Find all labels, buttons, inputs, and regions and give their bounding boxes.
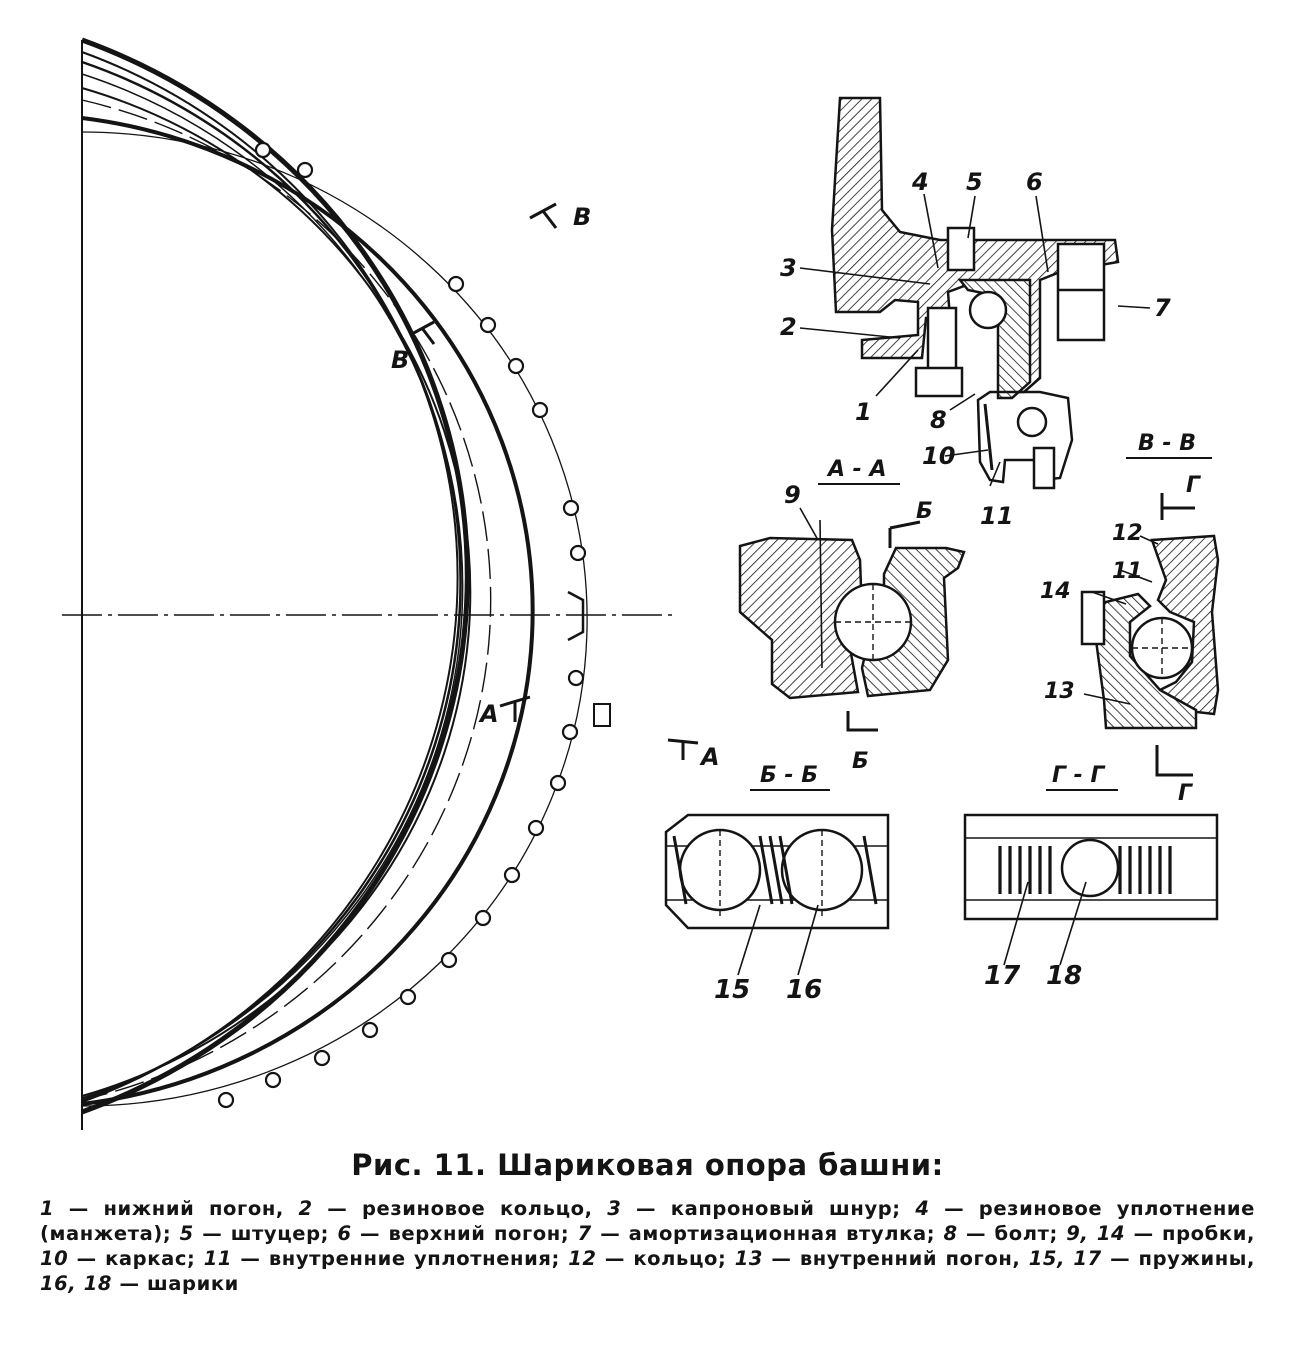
legend-item-number: 1 [40,1197,55,1220]
ring-plug [593,703,611,727]
legend-item: 9, 14 — пробки, [1066,1222,1255,1245]
mark-g-upper: Г [1186,473,1201,498]
legend-item-text: — амортизационная втулка; [591,1222,944,1245]
ring-inner-edge [81,116,535,1106]
legend-item: 10 — каркас; [40,1247,204,1270]
legend-item-number: 3 [607,1197,622,1220]
legend-item-text: — верхний погон; [351,1222,578,1245]
callout-17: 17 [984,961,1021,991]
legend-item-number: 4 [915,1197,930,1220]
legend-item-number: 10 [40,1247,69,1270]
legend-item-number: 6 [337,1222,352,1245]
legend-item-number: 15, 17 [1028,1247,1102,1270]
section-a-a [738,483,966,700]
legend-item-number: 9, 14 [1066,1222,1126,1245]
legend-item-number: 5 [179,1222,194,1245]
legend-item: 4 — резиновое уплотнение (манжета); [40,1197,1255,1245]
section-g-g [963,789,1219,966]
section-v-v [1080,457,1220,730]
legend-item: 5 — штуцер; [180,1222,338,1245]
callout-15: 15 [714,975,750,1005]
legend-item-text: — внутренние уплотнения; [232,1247,569,1270]
legend-item-text: — пружины, [1101,1247,1256,1270]
ring-bolt-holes [217,141,587,1109]
legend-item-text: — кольцо; [596,1247,735,1270]
callout-labels: 1 2 3 4 5 6 7 8 9 10 11 11 12 13 14 15 1… [714,168,1171,1005]
callout-13: 13 [1044,679,1075,704]
section-v-v-leaders [1083,535,1159,705]
mark-g-lower: Г [1178,781,1193,806]
callout-18: 18 [1046,961,1082,991]
legend-item: 11 — внутренние уплотнения; [204,1247,569,1270]
section-titles: А - А В - В Б - Б Г - Г [760,431,1196,788]
title-v-v: В - В [1138,431,1196,456]
callout-16: 16 [786,975,822,1005]
mark-a-left: А [478,700,499,728]
legend-item-text: — внутренний погон, [763,1247,1029,1270]
legend-item-text: — пробки, [1125,1222,1255,1245]
legend-item: 3 — капроновый шнур; [607,1197,915,1220]
caption-title: Рис. 11. Шариковая опора башни: [351,1148,944,1182]
legend-item: 12 — кольцо; [568,1247,735,1270]
title-g-g: Г - Г [1052,763,1105,788]
legend-item-text: — резиновое кольцо, [312,1197,608,1220]
legend-item-number: 13 [734,1247,764,1270]
legend-item-number: 2 [298,1197,313,1220]
ring-outer-edge [81,37,470,1115]
legend-item-text: — резиновое уплотнение (манжета); [40,1197,1255,1245]
mark-v-upper: В [573,203,591,231]
main-cross-section [830,96,1120,490]
legend-item-text: — шарики [112,1272,239,1295]
legend-item: 15, 17 — пружины, [1029,1247,1255,1270]
title-b-b: Б - Б [760,763,818,788]
legend-item-text: — капроновый шнур; [621,1197,916,1220]
legend-item: 8 — болт; [944,1222,1067,1245]
mark-b-lower: Б [852,749,869,774]
main-section-leaders [799,193,1151,487]
figure-caption: Рис. 11. Шариковая опора башни: 1 — нижн… [40,1148,1255,1296]
legend-item-text: — нижний погон, [54,1197,299,1220]
section-marks [409,202,1195,777]
callout-10: 10 [922,442,955,470]
legend-item: 1 — нижний погон, [40,1197,299,1220]
callout-3: 3 [780,254,797,282]
legend-item-text: — болт; [957,1222,1067,1245]
legend-item: 7 — амортизационная втулка; [578,1222,944,1245]
caption-legend: 1 — нижний погон, 2 — резиновое кольцо, … [40,1196,1255,1296]
mark-b-upper: Б [916,499,933,524]
callout-7: 7 [1154,294,1171,322]
mark-a-right: А [699,743,720,771]
callout-14: 14 [1040,579,1071,604]
mark-v-lower: В [391,346,409,374]
drawing-canvas: В В А А Б Б Г Г [62,37,1220,1130]
legend-item-text: — штуцер; [193,1222,338,1245]
callout-11-main: 11 [980,502,1013,530]
turret-ring-plan-view [62,37,678,1130]
legend-item: 16, 18 — шарики [40,1272,239,1295]
legend-item-number: 7 [577,1222,592,1245]
title-a-a: А - А [826,457,887,482]
legend-item-number: 16, 18 [40,1272,113,1295]
callout-8: 8 [930,406,947,434]
callout-4: 4 [911,168,929,196]
legend-item: 6 — верхний погон; [337,1222,577,1245]
callout-9: 9 [784,481,801,509]
callout-5: 5 [966,168,983,196]
callout-1: 1 [855,398,872,426]
legend-item-number: 11 [203,1247,233,1270]
callout-12: 12 [1112,521,1143,546]
callout-2: 2 [780,313,797,341]
callout-11-vv: 11 [1112,559,1143,584]
legend-item: 2 — резиновое кольцо, [299,1197,608,1220]
legend-item-number: 8 [943,1222,958,1245]
section-b-b [664,789,890,976]
legend-item-number: 12 [568,1247,597,1270]
legend-item: 13 — внутренний погон, [735,1247,1029,1270]
legend-item-text: — каркас; [68,1247,204,1270]
callout-6: 6 [1026,168,1043,196]
